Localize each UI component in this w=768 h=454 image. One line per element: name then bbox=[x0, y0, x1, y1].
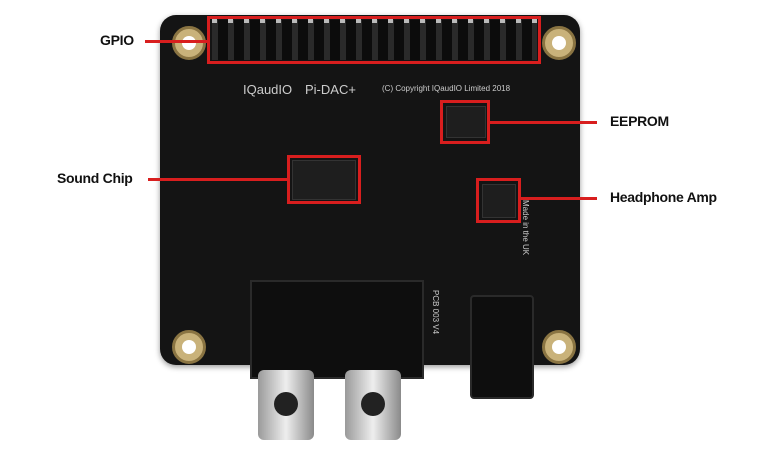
gpio-label: GPIO bbox=[100, 32, 134, 48]
sound-chip-highlight bbox=[287, 155, 361, 204]
mounting-hole bbox=[542, 330, 576, 364]
sound-chip bbox=[292, 160, 356, 200]
gpio-header bbox=[212, 17, 537, 60]
eeprom-chip bbox=[446, 106, 486, 138]
headphone-amp-chip bbox=[482, 184, 516, 218]
eeprom-label: EEPROM bbox=[610, 113, 669, 129]
rca-right-connector bbox=[345, 370, 401, 440]
eeprom-highlight bbox=[440, 100, 490, 144]
made-in-silkscreen: Made in the UK bbox=[521, 200, 530, 256]
mounting-hole bbox=[172, 330, 206, 364]
model-silkscreen: Pi-DAC+ bbox=[305, 82, 356, 97]
pcb-silkscreen: PCB 003 V4 bbox=[431, 290, 440, 335]
headphone-amp-leader-line bbox=[521, 197, 597, 200]
mounting-hole bbox=[542, 26, 576, 60]
mounting-hole bbox=[172, 26, 206, 60]
headphone-jack bbox=[470, 295, 534, 399]
rca-housing bbox=[250, 280, 424, 379]
brand-silkscreen: IQaudIO bbox=[243, 82, 293, 97]
sound-chip-label: Sound Chip bbox=[57, 170, 133, 186]
rca-left-connector bbox=[258, 370, 314, 440]
headphone-amp-highlight bbox=[476, 178, 521, 223]
gpio-highlight bbox=[207, 16, 541, 64]
copyright-silkscreen: (C) Copyright IQaudIO Limited 2018 bbox=[382, 84, 511, 93]
sound-chip-leader-line bbox=[148, 178, 287, 181]
headphone-amp-label: Headphone Amp bbox=[610, 189, 717, 205]
gpio-leader-line bbox=[145, 40, 208, 43]
eeprom-leader-line bbox=[490, 121, 597, 124]
